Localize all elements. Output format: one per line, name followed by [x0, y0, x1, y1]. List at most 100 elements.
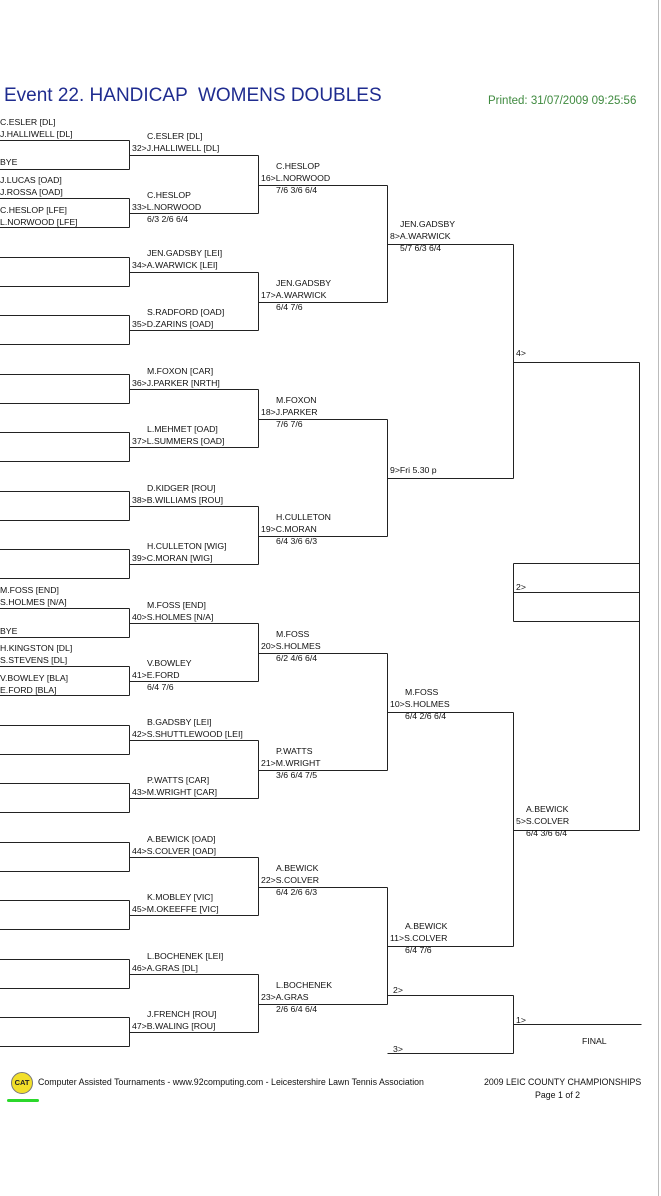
r4-top: A.BEWICK [405, 921, 448, 931]
r3-score: 6/4 2/6 6/3 [276, 887, 318, 897]
r2-score: 6/4 7/6 [147, 682, 174, 692]
r2-bottom: 41>E.FORD [132, 670, 180, 680]
r1-entry: E.FORD [BLA] [0, 685, 57, 695]
r1-entry: C.ESLER [DL] [0, 117, 56, 127]
r2-top: M.FOSS [END] [147, 600, 206, 610]
r1-entry: M.FOSS [END] [0, 585, 59, 595]
third-place-slot: 3> [393, 1044, 403, 1054]
r2-top: H.CULLETON [WIG] [147, 541, 227, 551]
r2-bottom: 37>L.SUMMERS [OAD] [132, 436, 225, 446]
r3-score: 6/2 4/6 6/4 [276, 653, 318, 663]
printed-timestamp: Printed: 31/07/2009 09:25:56 [488, 95, 637, 107]
r5-bottom: 5>S.COLVER [516, 816, 570, 826]
r1-entry: H.KINGSTON [DL] [0, 643, 73, 653]
r4-bottom: 11>S.COLVER [390, 933, 448, 943]
r4-score: 5/7 6/3 6/4 [400, 243, 442, 253]
r3-bottom: 20>S.HOLMES [261, 641, 321, 651]
r2-top: M.FOXON [CAR] [147, 366, 214, 376]
r1-entry: C.HESLOP [LFE] [0, 205, 67, 215]
r2-bottom: 34>A.WARWICK [LEI] [132, 260, 218, 270]
r3-score: 6/4 7/6 [276, 302, 303, 312]
r2-bottom: 42>S.SHUTTLEWOOD [LEI] [132, 729, 243, 739]
semi-slot: 2> [516, 582, 526, 592]
r1-entry: J.HALLIWELL [DL] [0, 129, 73, 139]
r3-bottom: 16>L.NORWOOD [261, 173, 331, 183]
r3-score: 2/6 6/4 6/4 [276, 1004, 318, 1014]
r1-entry: BYE [0, 157, 18, 167]
r5-bottom: 4> [516, 348, 526, 358]
r2-top: C.HESLOP [147, 190, 191, 200]
r4-top: M.FOSS [405, 687, 439, 697]
r5-score: 6/4 3/6 6/4 [526, 828, 568, 838]
r2-top: A.BEWICK [OAD] [147, 834, 216, 844]
cat-logo: CAT [11, 1072, 33, 1094]
r3-top: M.FOXON [276, 395, 317, 405]
r3-bottom: 22>S.COLVER [261, 875, 320, 885]
r2-bottom: 39>C.MORAN [WIG] [132, 553, 213, 563]
r3-score: 3/6 6/4 7/5 [276, 770, 318, 780]
r2-bottom: 35>D.ZARINS [OAD] [132, 319, 214, 329]
r4-top: JEN.GADSBY [400, 219, 456, 229]
third-place-slot: 2> [393, 985, 403, 995]
r3-top: A.BEWICK [276, 863, 319, 873]
r3-top: H.CULLETON [276, 512, 331, 522]
r2-top: K.MOBLEY [VIC] [147, 892, 213, 902]
r2-bottom: 36>J.PARKER [NRTH] [132, 378, 220, 388]
r2-bottom: 40>S.HOLMES [N/A] [132, 612, 214, 622]
r3-bottom: 17>A.WARWICK [261, 290, 327, 300]
r2-bottom: 33>L.NORWOOD [132, 202, 202, 212]
r2-score: 6/3 2/6 6/4 [147, 214, 189, 224]
r3-score: 7/6 3/6 6/4 [276, 185, 318, 195]
r2-top: J.FRENCH [ROU] [147, 1009, 217, 1019]
r5-top: A.BEWICK [526, 804, 569, 814]
r2-top: P.WATTS [CAR] [147, 775, 210, 785]
r3-score: 6/4 3/6 6/3 [276, 536, 318, 546]
r1-entry: BYE [0, 626, 18, 636]
r3-top: C.HESLOP [276, 161, 320, 171]
footer-credit: Computer Assisted Tournaments - www.92co… [38, 1077, 424, 1087]
r2-top: D.KIDGER [ROU] [147, 483, 216, 493]
r3-score: 7/6 7/6 [276, 419, 303, 429]
final-label: FINAL [582, 1036, 607, 1046]
r3-bottom: 19>C.MORAN [261, 524, 317, 534]
logo-underline [7, 1099, 39, 1102]
r2-bottom: 47>B.WALING [ROU] [132, 1021, 216, 1031]
r1-entry: S.STEVENS [DL] [0, 655, 68, 665]
r3-bottom: 23>A.GRAS [261, 992, 309, 1002]
r2-bottom: 45>M.OKEEFFE [VIC] [132, 904, 219, 914]
r2-top: C.ESLER [DL] [147, 131, 203, 141]
final-slot: 1> [516, 1015, 526, 1025]
r4-score: 6/4 2/6 6/4 [405, 711, 447, 721]
r2-top: S.RADFORD [OAD] [147, 307, 225, 317]
event-title: Event 22. HANDICAP WOMENS DOUBLES [4, 85, 382, 106]
r4-score: 6/4 7/6 [405, 945, 432, 955]
page-edge [658, 0, 659, 1196]
footer-page: Page 1 of 2 [535, 1090, 580, 1100]
r1-entry: L.NORWOOD [LFE] [0, 217, 78, 227]
r3-bottom: 18>J.PARKER [261, 407, 318, 417]
r2-bottom: 38>B.WILLIAMS [ROU] [132, 495, 224, 505]
r3-bottom: 21>M.WRIGHT [261, 758, 321, 768]
r2-top: L.MEHMET [OAD] [147, 424, 218, 434]
r1-entry: V.BOWLEY [BLA] [0, 673, 69, 683]
r4-bottom: 8>A.WARWICK [390, 231, 451, 241]
r1-entry: J.LUCAS [OAD] [0, 175, 62, 185]
r2-top: B.GADSBY [LEI] [147, 717, 212, 727]
r4-bottom: 10>S.HOLMES [390, 699, 450, 709]
r3-top: P.WATTS [276, 746, 313, 756]
r2-bottom: 43>M.WRIGHT [CAR] [132, 787, 218, 797]
r4-bottom: 9>Fri 5.30 p [390, 465, 437, 475]
r2-top: JEN.GADSBY [LEI] [147, 248, 223, 258]
r2-bottom: 32>J.HALLIWELL [DL] [132, 143, 220, 153]
footer-event: 2009 LEIC COUNTY CHAMPIONSHIPS [484, 1077, 642, 1087]
r3-top: L.BOCHENEK [276, 980, 333, 990]
r1-entry: J.ROSSA [OAD] [0, 187, 63, 197]
r3-top: JEN.GADSBY [276, 278, 332, 288]
r2-top: V.BOWLEY [147, 658, 192, 668]
r2-top: L.BOCHENEK [LEI] [147, 951, 224, 961]
r1-entry: S.HOLMES [N/A] [0, 597, 67, 607]
r2-bottom: 44>S.COLVER [OAD] [132, 846, 217, 856]
r2-bottom: 46>A.GRAS [DL] [132, 963, 198, 973]
